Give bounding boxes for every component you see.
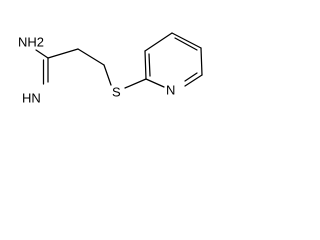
ring-bond-c5-c6 bbox=[200, 47, 203, 76]
ring-inner-bond-c bbox=[184, 72, 198, 82]
ring-bond-c2-c3 bbox=[144, 50, 147, 80]
ring-nitrogen-label: N bbox=[166, 82, 175, 97]
amine-label: NH2 bbox=[18, 34, 44, 49]
ring-inner-bond-b bbox=[174, 37, 198, 51]
ring-inner-bond-a bbox=[148, 53, 151, 77]
ring-bond-c4-c5 bbox=[171, 32, 202, 49]
chemical-structure: NH2 HN S N bbox=[18, 32, 203, 105]
bond-c-ch2 bbox=[47, 48, 79, 59]
bond-c-nh2 bbox=[35, 49, 49, 59]
bond-ch2-s bbox=[103, 64, 112, 86]
ring-bond-n-c2 bbox=[145, 78, 165, 88]
ring-bond-c3-c4 bbox=[144, 32, 173, 52]
sulfur-label: S bbox=[112, 84, 121, 99]
bond-s-ring bbox=[124, 78, 147, 89]
ring-bond-c6-n bbox=[184, 74, 203, 87]
imine-label: HN bbox=[22, 90, 41, 105]
bond-ch2-ch2 bbox=[77, 48, 105, 66]
